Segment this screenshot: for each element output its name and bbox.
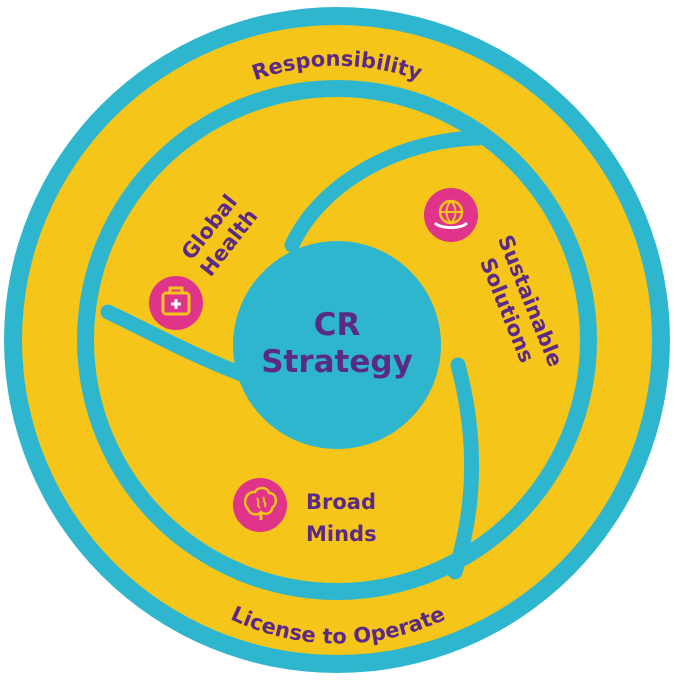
center-circle (233, 241, 441, 449)
divider-lower (447, 357, 480, 580)
pillar-broad-minds: Broad Minds (233, 478, 377, 546)
divider-upper (284, 130, 486, 253)
broad-minds-line2: Minds (306, 522, 377, 546)
broad-minds-line1: Broad (306, 490, 376, 514)
medical-kit-icon (149, 276, 203, 330)
globe-hand-icon (424, 188, 478, 242)
center-label-line1: CR (314, 307, 361, 343)
center-label-line2: Strategy (261, 344, 413, 380)
brain-icon (233, 478, 287, 532)
